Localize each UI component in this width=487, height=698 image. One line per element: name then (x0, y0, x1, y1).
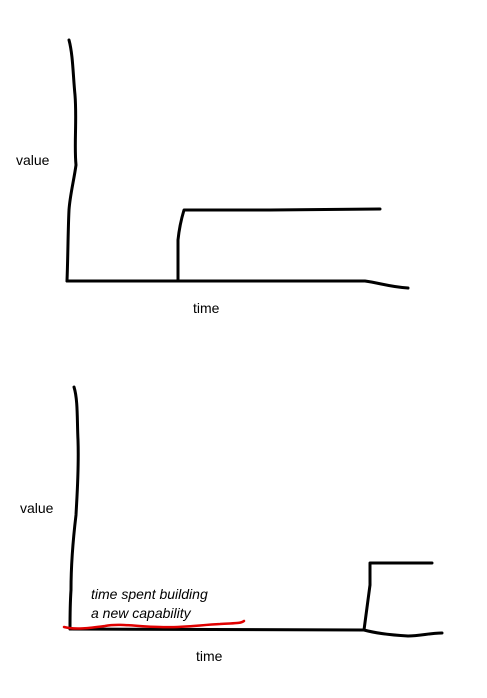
bottom-value-step (362, 561, 434, 632)
annotation-line-2: a new capability (91, 605, 191, 621)
bottom-diagram (68, 385, 444, 638)
annotation-line-1: time spent building (91, 586, 208, 602)
top-x-axis (65, 279, 410, 290)
bottom-y-axis (68, 385, 80, 631)
bottom-x-axis (68, 627, 444, 638)
bottom-y-axis-label: value (20, 500, 54, 516)
top-x-axis-label: time (193, 300, 220, 316)
top-y-axis (65, 38, 78, 283)
top-value-step (176, 207, 382, 283)
bottom-x-axis-label: time (196, 648, 223, 664)
highlight-underline (62, 619, 246, 630)
top-y-axis-label: value (16, 152, 50, 168)
